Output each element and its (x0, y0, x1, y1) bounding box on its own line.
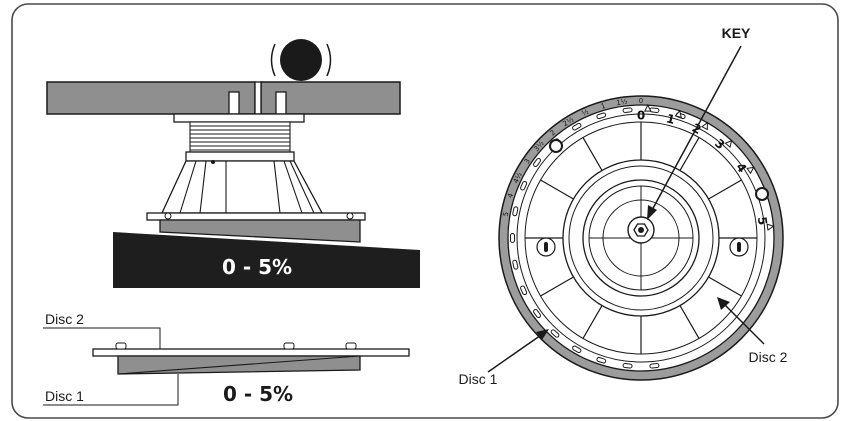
disc2-plate (92, 348, 410, 357)
ring-hole (755, 187, 769, 201)
disc1-arrow-head (536, 329, 549, 340)
key-label: KEY (722, 25, 751, 41)
plate-bolt (346, 212, 354, 220)
perimeter-slot (649, 363, 660, 369)
perimeter-slot (520, 285, 528, 296)
ball-icon (280, 39, 322, 81)
disc-nub (345, 342, 357, 350)
disc1-leader (43, 374, 179, 406)
deck-slot (228, 91, 240, 115)
spoke (708, 276, 742, 297)
scale-marker (674, 109, 682, 118)
perimeter-slot (596, 356, 607, 364)
perimeter-slot (572, 122, 582, 131)
disc1-label-left: Disc 1 (45, 388, 84, 404)
key-arrow (650, 45, 742, 213)
spoke (582, 305, 603, 339)
outer-scale-tick: 4 (506, 192, 515, 199)
perimeter-slot (649, 107, 660, 113)
spoke (582, 137, 603, 171)
pedestal-side-view: 0 - 5% (46, 39, 420, 288)
inner-scale-tick: 5 (755, 216, 770, 226)
perimeter-slot (622, 363, 633, 369)
bracket-right (326, 43, 332, 77)
head-cap (173, 113, 305, 123)
collar (185, 151, 295, 162)
scale-marker (766, 223, 775, 231)
ring-hole (549, 139, 563, 153)
inner-scale-tick: 1 (665, 111, 676, 127)
spoke (540, 179, 574, 200)
outer-scale-tick: ½ (581, 108, 591, 118)
keyhole-right (729, 237, 749, 257)
outer-scale-tick: 1 (600, 102, 607, 111)
perimeter-slot (520, 180, 528, 191)
perimeter-slot (572, 345, 582, 354)
disc2-label-right: Disc 2 (749, 349, 788, 365)
outer-scale-tick: 1½ (616, 98, 628, 108)
key-arrow-head (647, 205, 657, 220)
disc2-arrow-head (717, 297, 730, 310)
outer-scale-tick: 0 (639, 97, 643, 105)
thread-column (189, 121, 291, 153)
disc-nub (115, 342, 127, 350)
disc1-label-right: Disc 1 (459, 371, 498, 387)
perimeter-slot (596, 112, 607, 120)
deck-board-left (46, 81, 256, 115)
perimeter-slot (533, 157, 542, 167)
spoke (679, 305, 700, 339)
spacer-tab (254, 81, 262, 115)
outer-scale-tick: 3 (523, 157, 532, 165)
scale-marker (746, 166, 755, 175)
deck-slot (275, 91, 287, 115)
disc1-arrow (487, 332, 545, 373)
plate-bolt (164, 212, 172, 220)
sloped-ground (113, 232, 420, 288)
disc-profile-view: Disc 2 Disc 1 0 - 5% (43, 311, 410, 406)
scale-marker (701, 121, 708, 131)
keyhole-left (536, 237, 556, 257)
scale-marker (724, 139, 733, 149)
pedestal-body (160, 160, 324, 214)
outer-scale-tick: 2 (549, 129, 558, 138)
spoke (708, 179, 742, 200)
body-ribs (179, 160, 315, 214)
base-plate (146, 212, 366, 221)
outer-scale-tick: 5 (502, 211, 511, 217)
perimeter-slot (533, 309, 542, 319)
disc2-label-left: Disc 2 (45, 311, 84, 327)
disc-nub (283, 342, 295, 350)
body-hole (211, 160, 215, 164)
perimeter-slot (510, 233, 515, 243)
scale-marker (643, 104, 652, 112)
slope-label-bottom: 0 - 5% (223, 382, 293, 406)
perimeter-slot (512, 206, 519, 217)
bracket-left (270, 43, 276, 77)
disc2-leader (43, 327, 161, 349)
slope-disc (159, 219, 361, 243)
spoke (679, 137, 700, 171)
disc2-arrow (721, 301, 765, 345)
slope-label-top: 0 - 5% (222, 255, 292, 279)
inner-scale-tick: 0 (637, 109, 645, 123)
perimeter-slot (622, 107, 633, 113)
spoke (540, 276, 574, 297)
perimeter-slot (550, 329, 560, 338)
perimeter-slot (512, 259, 519, 270)
